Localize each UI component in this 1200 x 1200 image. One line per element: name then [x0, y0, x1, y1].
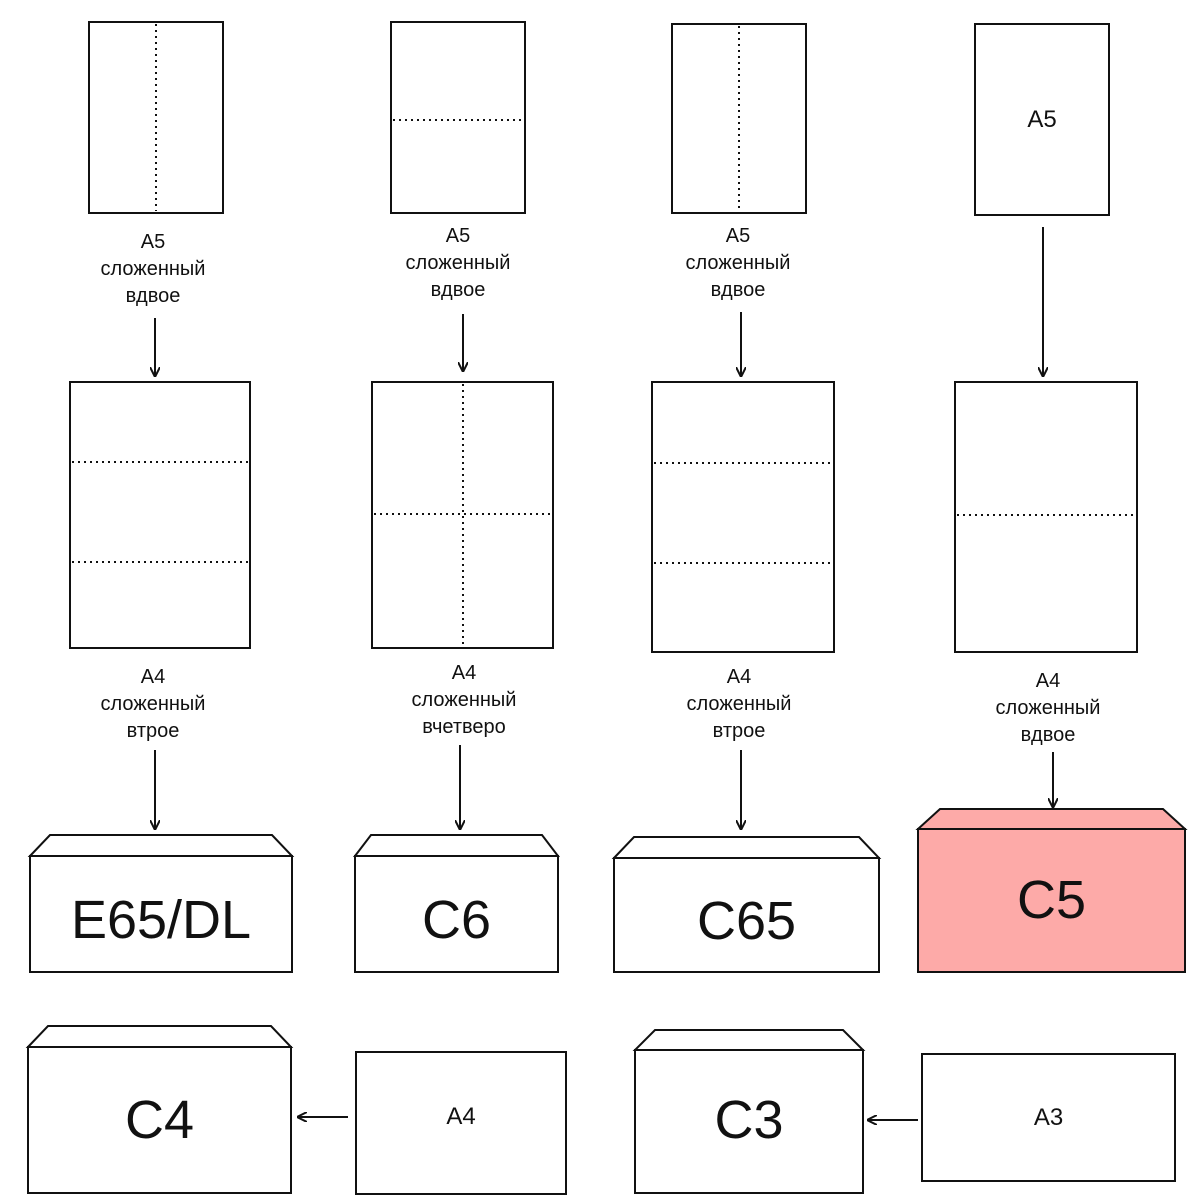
envelope-label-c4: C4: [124, 1090, 195, 1150]
a5-sheet-label: A5: [1027, 106, 1057, 133]
paper-label-a3: A3: [1033, 1104, 1064, 1131]
a4-sheet-col1: [69, 381, 251, 649]
envelope-label-e65-dl: E65/DL: [70, 890, 252, 950]
envelope-c5: [915, 808, 1188, 973]
a4-sheet-col4: [954, 381, 1138, 653]
a3-sheet-landscape: [921, 1053, 1176, 1182]
envelope-c6: [352, 834, 561, 973]
a5-sheet-col1: [88, 21, 224, 214]
envelope-c65: [611, 836, 882, 973]
envelope-label-c65: C65: [696, 891, 797, 951]
envelope-label-c6: C6: [421, 890, 492, 950]
a4-sheet-landscape: [355, 1051, 567, 1195]
a4-sheet-col3: [651, 381, 835, 653]
envelope-label-c3: C3: [714, 1090, 784, 1150]
envelope-label-c5: C5: [1016, 870, 1087, 930]
envelope-c3: [632, 1029, 866, 1194]
envelope-e65-dl: [27, 834, 295, 973]
a5-sheet-col4: [974, 23, 1110, 216]
a5-sheet-col3: [671, 23, 807, 214]
a5-sheet-col2: [390, 21, 526, 214]
paper-label-a4: A4: [446, 1103, 476, 1130]
envelope-c4: [25, 1025, 294, 1194]
